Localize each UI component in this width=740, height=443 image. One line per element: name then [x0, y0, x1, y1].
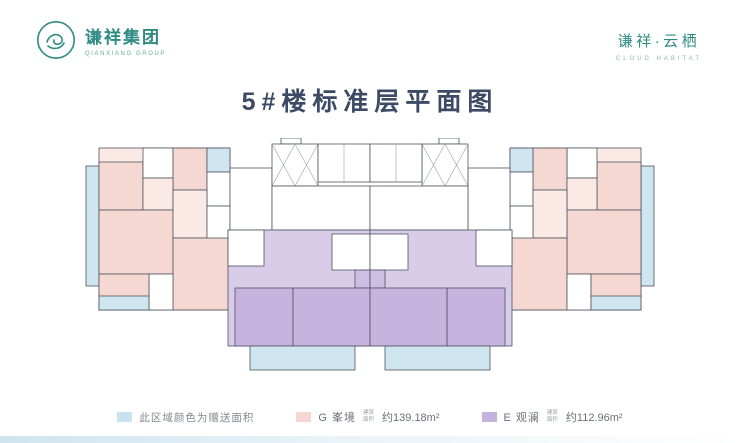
- legend-item-gift-area: 此区域颜色为赠送面积: [117, 410, 254, 425]
- company-name-en: QIANXIANG GROUP: [85, 51, 167, 57]
- project-name: 谦祥·云栖: [617, 33, 701, 50]
- project-brand: 谦祥·云栖 CLOUD HABITAT: [616, 30, 702, 62]
- floor-plan: [85, 138, 655, 374]
- unit-g-area: 约139.18m²: [382, 412, 440, 424]
- legend: 此区域颜色为赠送面积 G 峯境 建筑面积 约139.18m² E 观澜 建筑面积…: [0, 409, 740, 425]
- company-name: 谦祥集团: [85, 28, 161, 47]
- bottom-gradient-band: [0, 436, 740, 443]
- unit-g-name: G 峯境: [318, 412, 357, 424]
- unit-e-name: E 观澜: [503, 412, 540, 424]
- unit-g-area-label: 建筑面积: [363, 410, 375, 423]
- unit-e-swatch: [481, 412, 497, 422]
- unit-e-area: 约112.96m²: [565, 412, 623, 424]
- page-title: 5#楼标准层平面图: [241, 88, 499, 116]
- project-name-en: CLOUD HABITAT: [615, 56, 702, 62]
- logo-swirl-icon: [36, 20, 76, 60]
- unit-e-area-label: 建筑面积: [546, 410, 558, 423]
- company-logo: 谦祥集团 QIANXIANG GROUP: [36, 20, 166, 60]
- floor-plan-svg: [85, 138, 655, 371]
- legend-item-unit-e: E 观澜 建筑面积 约112.96m²: [481, 409, 623, 425]
- gift-area-swatch: [117, 412, 133, 422]
- unit-g-swatch: [296, 412, 312, 422]
- legend-item-unit-g: G 峯境 建筑面积 约139.18m²: [296, 409, 440, 425]
- gift-area-label: 此区域颜色为赠送面积: [139, 411, 255, 424]
